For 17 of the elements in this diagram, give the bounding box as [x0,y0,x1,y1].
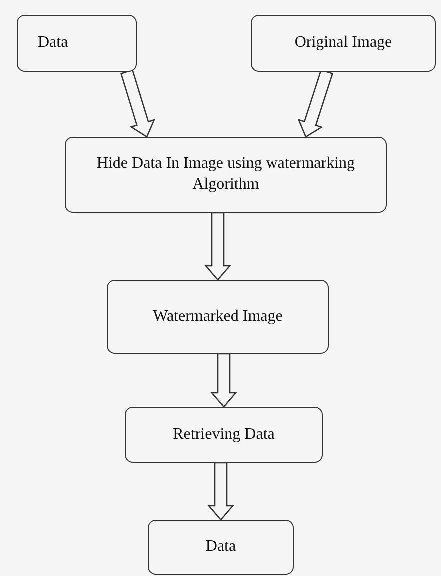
hollow-arrow [298,69,334,138]
box-label: Hide Data In Image using watermarking Algorithm [96,154,356,195]
process-box [65,137,387,213]
hollow-arrow [204,212,232,281]
process-box [251,15,436,72]
box-label: Data [206,537,236,558]
hollow-arrow [210,353,238,408]
process-box [125,407,323,463]
box-label: Retrieving Data [173,424,275,445]
box-label: Watermarked Image [153,306,283,327]
process-box [148,520,294,575]
hollow-arrow [208,462,234,521]
process-box [17,15,137,72]
process-box [107,280,329,354]
hollow-arrow [120,69,156,138]
box-label: Original Image [294,33,392,54]
box-label: Data [38,33,68,54]
